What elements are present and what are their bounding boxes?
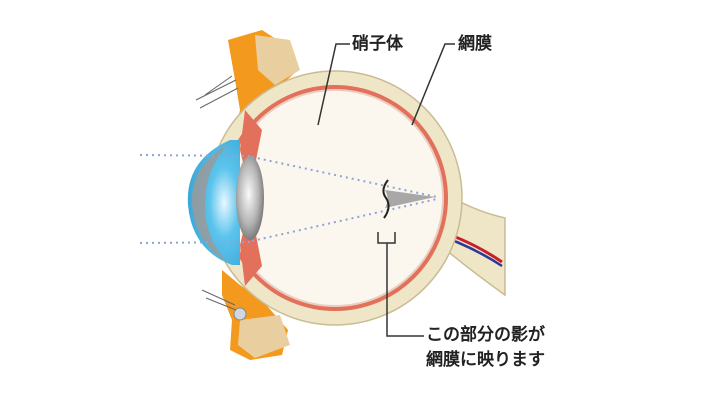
- shadow-cone: [385, 190, 435, 208]
- lens: [236, 156, 264, 240]
- caption-line-1: この部分の影が: [426, 325, 545, 345]
- floater: [382, 179, 390, 219]
- light-rays: [139, 154, 438, 244]
- lower-eyelid: [201, 270, 290, 360]
- label-vitreous: 硝子体: [352, 34, 403, 54]
- caption-line-2: 網膜に映ります: [426, 350, 545, 370]
- iris: [240, 110, 262, 286]
- leader-lines: [317, 43, 455, 337]
- label-retina: 網膜: [458, 34, 492, 54]
